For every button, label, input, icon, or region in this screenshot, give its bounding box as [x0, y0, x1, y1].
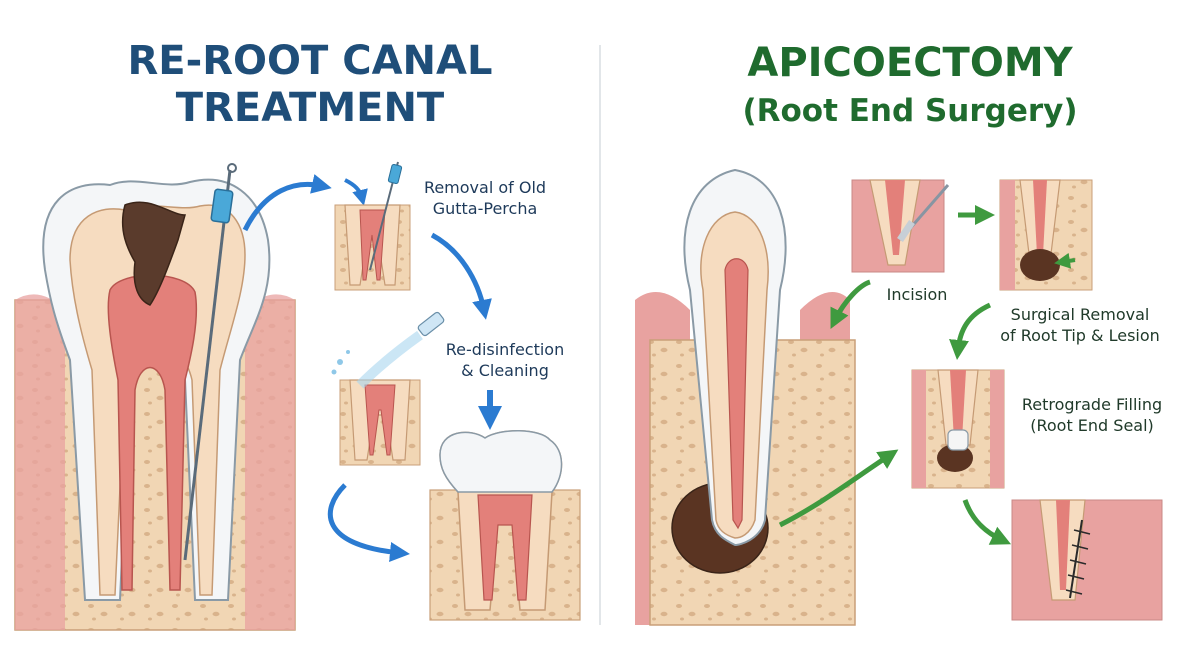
label-redisinfection-line2: & Cleaning — [461, 360, 549, 380]
left-title-line2: TREATMENT — [175, 85, 445, 132]
retrograde-filling-image — [911, 369, 1005, 489]
arrow-to-result — [327, 483, 410, 562]
large-tooth — [42, 163, 271, 601]
label-removal-line2: Gutta-Percha — [432, 198, 538, 218]
arrow-removal-to-filling — [949, 302, 992, 360]
label-redisinfection: Re-disinfection & Cleaning — [425, 340, 585, 382]
label-surgical-removal: Surgical Removal of Root Tip & Lesion — [985, 305, 1175, 347]
arrow-to-step2 — [430, 232, 492, 320]
label-removal-gutta-percha: Removal of Old Gutta-Percha — [410, 178, 560, 220]
label-redisinfection-line1: Re-disinfection — [445, 340, 565, 359]
step2-tooth-image — [331, 311, 445, 466]
label-retrograde-filling: Retrograde Filling (Root End Seal) — [1012, 395, 1172, 437]
right-panel-title: APICOECTOMY (Root End Surgery) — [660, 40, 1160, 130]
sutured-result-image — [1011, 499, 1163, 621]
label-retrograde-line1: Retrograde Filling — [1021, 395, 1163, 414]
file-handle — [210, 188, 234, 224]
decay-cavity — [121, 201, 186, 306]
label-surgical-line2: of Root Tip & Lesion — [1000, 325, 1160, 345]
arrow-lesion-to-incision — [830, 279, 871, 329]
arrow-filling-to-sutured — [962, 499, 1012, 545]
arrow-to-step1 — [242, 174, 332, 232]
right-title-line1: APICOECTOMY — [747, 40, 1073, 86]
label-incision: Incision — [872, 285, 962, 306]
root-tip-removal-image — [999, 179, 1093, 291]
label-retrograde-line2: (Root End Seal) — [1030, 415, 1154, 435]
large-incisor — [671, 168, 787, 574]
syringe-icon — [417, 311, 445, 337]
right-title-line2: (Root End Surgery) — [742, 93, 1078, 130]
label-removal-line1: Removal of Old — [423, 178, 547, 197]
label-surgical-line1: Surgical Removal — [1010, 305, 1150, 324]
left-panel-title: RE-ROOT CANAL TREATMENT — [60, 38, 560, 132]
step1-tooth-image — [334, 161, 411, 291]
left-gum — [15, 294, 65, 630]
root-end-seal — [947, 429, 969, 451]
left-title-line1: RE-ROOT CANAL — [127, 38, 493, 84]
label-incision-line1: Incision — [886, 285, 948, 304]
restored-tooth-image — [429, 430, 581, 621]
arrow-tooth-to-filling — [778, 449, 899, 528]
incision-image — [851, 179, 950, 273]
